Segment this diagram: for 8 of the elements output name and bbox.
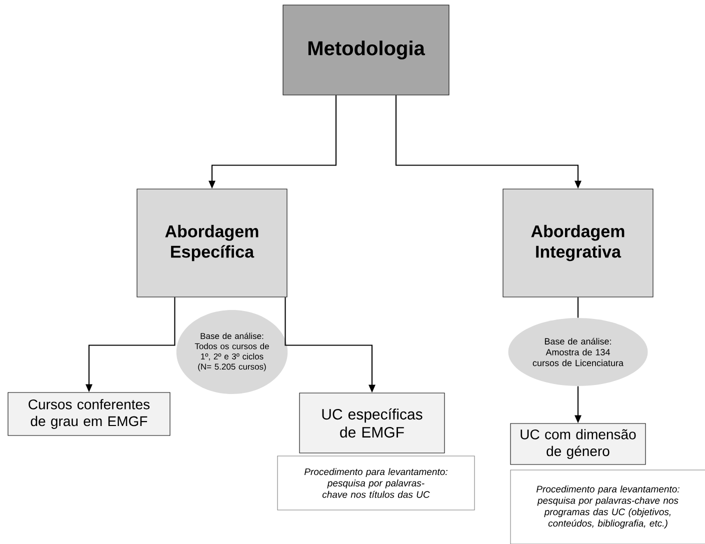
procedure-note: Procedimento para levantamento: pesquisa por palavras-chave nos programas das UC (objetivos, conteúdos, bibliografia, etc.): [510, 470, 705, 544]
result-box: UC com dimensão de género: [510, 423, 646, 465]
result-box: UC específicas de EMGF: [299, 392, 445, 454]
approach-box: Abordagem Específica: [136, 188, 288, 298]
procedure-note: Procedimento para levantamento: pesquisa por palavras-chave nos títulos das UC: [277, 456, 475, 510]
approach-box: Abordagem Integrativa: [502, 188, 654, 298]
result-box: Cursos conferentes de grau em EMGF: [8, 392, 170, 436]
title-box: Metodologia: [282, 4, 450, 96]
